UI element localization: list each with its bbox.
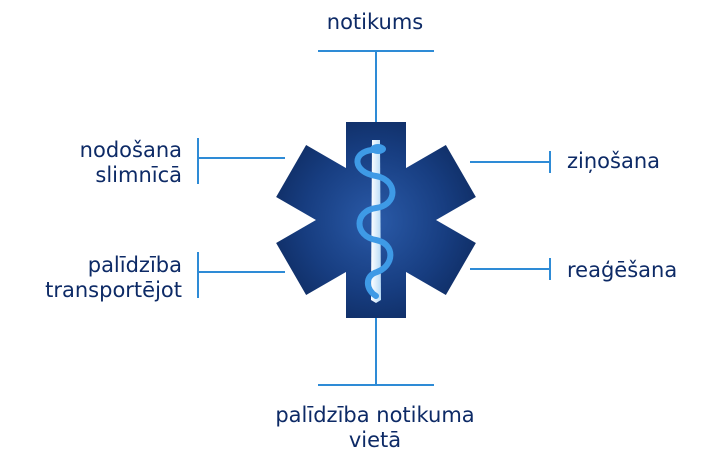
snake-head — [370, 144, 386, 154]
label-right-upper-text: ziņošana — [567, 149, 661, 173]
label-left-upper-line-2: slimnīcā — [95, 163, 182, 187]
connector-lines — [197, 50, 551, 386]
label-right-upper: ziņošana — [567, 149, 660, 174]
snake-shape — [354, 147, 396, 299]
label-top: notikums — [250, 10, 500, 35]
label-bottom-line-1: palīdzība notikuma — [275, 403, 475, 427]
rod-of-asclepius-icon — [354, 140, 396, 303]
label-left-lower-line-2: transportējot — [45, 278, 182, 302]
label-left-lower-line-1: palīdzība — [87, 253, 182, 277]
label-left-upper-line-1: nodošana — [79, 138, 182, 162]
label-bottom: palīdzība notikuma vietā — [220, 403, 530, 453]
label-top-text: notikums — [326, 10, 424, 34]
label-bottom-line-2: vietā — [348, 428, 402, 452]
label-left-upper: nodošana slimnīcā — [80, 138, 182, 188]
label-right-lower-text: reaģēšana — [567, 258, 678, 282]
staff-shape — [371, 140, 381, 303]
label-left-lower: palīdzība transportējot — [45, 253, 182, 303]
label-right-lower: reaģēšana — [567, 258, 677, 283]
